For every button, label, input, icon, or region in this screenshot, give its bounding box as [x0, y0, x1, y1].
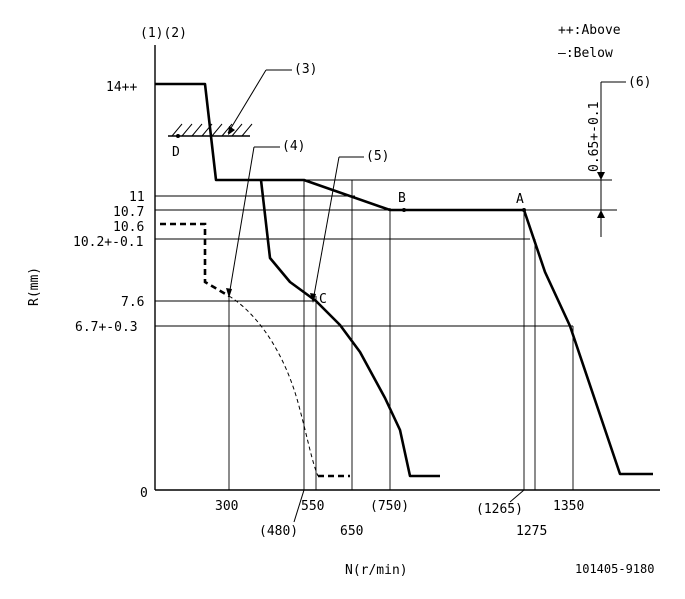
plateau-connector: [303, 179, 391, 211]
x-tick-480: (480): [259, 524, 298, 539]
y-tick-6-7: 6.7+-0.3: [75, 320, 138, 335]
legend-below: —:Below: [558, 46, 613, 61]
x-tick-650: 650: [340, 524, 363, 539]
x-tick-1265: (1265): [476, 502, 523, 517]
x-tick-300: 300: [215, 499, 238, 514]
callout-4: (4): [282, 139, 305, 154]
thin-dashed-curve: [228, 295, 319, 477]
main-curve: [155, 82, 653, 476]
point-a-label: A: [516, 192, 524, 207]
point-a-marker: [522, 208, 526, 212]
callout-5-leader: [312, 156, 340, 302]
corner-label: (1)(2): [140, 26, 187, 41]
callout-4-leader: [228, 146, 255, 297]
callout-3-leader: [227, 69, 267, 134]
dimension-arrow-bottom: [597, 210, 605, 218]
drawing-code: 101405-9180: [575, 562, 654, 576]
callout-5-arrowhead: [310, 293, 316, 303]
dimension-arrow-top: [597, 172, 605, 180]
y-tick-7-6: 7.6: [121, 295, 144, 310]
y-axis-label: R(mm): [27, 267, 42, 306]
point-d-marker: [176, 134, 180, 138]
y-tick-10-2: 10.2+-0.1: [73, 235, 143, 250]
point-b-marker: [402, 208, 406, 212]
y-tick-10-6: 10.6: [113, 220, 144, 235]
legend-above: ++:Above: [558, 23, 621, 38]
droop-curve: [259, 179, 440, 478]
y-tick-10-7: 10.7: [113, 205, 144, 220]
x-axis-label: N(r/min): [345, 563, 408, 578]
callout-4-arrowhead: [226, 288, 232, 298]
x-tick-1265-leader: [509, 489, 525, 503]
callout-6: (6): [628, 75, 651, 90]
y-tick-14: 14++: [106, 80, 137, 95]
x-tick-550: 550: [301, 499, 324, 514]
y-tick-0: 0: [140, 486, 148, 501]
callout-5: (5): [366, 149, 389, 164]
callout-3-arrowhead: [228, 126, 235, 135]
x-tick-1350: 1350: [553, 499, 584, 514]
x-tick-750: (750): [370, 499, 409, 514]
y-tick-11: 11: [129, 190, 145, 205]
point-b-label: B: [398, 191, 406, 206]
dimension-label: 0.65+-0.1: [587, 102, 602, 172]
point-c-label: C: [319, 292, 327, 307]
point-d-label: D: [172, 145, 180, 160]
x-tick-480-leader: [293, 489, 305, 523]
callout-3: (3): [294, 62, 317, 77]
below-dashed-curve: [160, 222, 230, 298]
x-tick-1275: 1275: [516, 524, 547, 539]
